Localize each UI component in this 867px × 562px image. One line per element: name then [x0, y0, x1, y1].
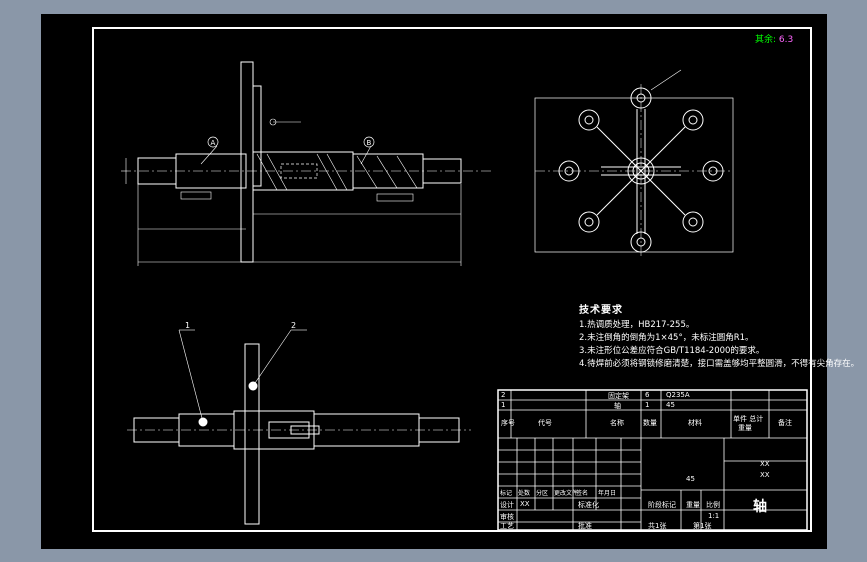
- weight-label: 重量: [686, 501, 700, 509]
- scale-label: 比例: [706, 501, 720, 509]
- section-label-b: B: [367, 139, 372, 147]
- tech-note: 4.待焊前必须将钢锁修磨清楚，接口需盖够均平整圆滑，不得有尖角存在。: [579, 359, 860, 369]
- bom-row-name: 轴: [614, 402, 621, 410]
- section-label-a: A: [211, 139, 216, 147]
- sheet-number: 第1张: [693, 522, 712, 530]
- section-callout-a: A: [207, 136, 219, 148]
- designer-label: 设计: [500, 501, 514, 509]
- title-block-grid: [497, 389, 808, 531]
- scale-value: 1:1: [708, 512, 720, 520]
- review-label: 审核: [500, 513, 514, 521]
- bom-header-remark: 备注: [778, 419, 792, 427]
- technical-requirements: 技术要求 1.热调质处理，HB217-255。 2.未注倒角的倒角为1×45°，…: [579, 304, 860, 371]
- designer-name: XX: [520, 500, 530, 508]
- end-view: [534, 69, 734, 259]
- process-label: 工艺: [500, 522, 514, 530]
- stage-label: 阶段标记: [648, 501, 676, 509]
- company-name-1: XX: [760, 460, 770, 468]
- cad-drawing: A B: [92, 27, 812, 532]
- tech-title: 技术要求: [579, 305, 623, 316]
- bom-row-material: Q235A: [666, 391, 690, 399]
- standardization-label: 标准化: [578, 501, 599, 509]
- bom-row-material: 45: [666, 401, 675, 409]
- bom-row-no: 1: [501, 401, 506, 409]
- tech-note: 3.未注形位公差应符合GB/T1184-2000的要求。: [579, 346, 765, 356]
- bom-header-unit-weight: 单件 总计: [733, 415, 764, 423]
- sheet-count: 共1张: [648, 522, 667, 530]
- drawing-border: [92, 27, 812, 532]
- tech-note: 2.未注倒角的倒角为1×45°，未标注圆角R1。: [579, 333, 754, 343]
- tech-note: 1.热调质处理，HB217-255。: [579, 320, 695, 330]
- bom-row-qty: 1: [645, 401, 650, 409]
- part-callout-1: 1: [185, 321, 190, 330]
- roughness-note: 其余: 6.3: [755, 32, 793, 45]
- bom-row-qty: 6: [645, 391, 650, 399]
- bom-row-no: 2: [501, 391, 506, 399]
- bom-row-name: 固定架: [608, 392, 629, 400]
- rev-label: 签名: [576, 490, 589, 497]
- roughness-label: 其余:: [755, 35, 777, 45]
- part-callout-2: 2: [291, 321, 296, 330]
- drawing-canvas[interactable]: A B: [41, 14, 859, 549]
- shaft-section-view: [121, 61, 491, 266]
- rev-label: 分区: [536, 490, 549, 497]
- bom-header-weight: 重量: [738, 424, 752, 432]
- bom-header-material: 材料: [688, 419, 702, 427]
- roughness-value: 6.3: [778, 35, 794, 45]
- approve-label: 批准: [578, 522, 592, 530]
- rev-label: 标记: [500, 490, 513, 497]
- bom-header-code: 代号: [538, 419, 552, 427]
- rev-label: 年月日: [598, 490, 617, 497]
- part-name: 轴: [753, 499, 767, 515]
- title-block: 2 固定架 6 Q235A 1 轴 1 45 序号 代号 名称 数量 材料 单件…: [498, 390, 807, 530]
- bom-header-name: 名称: [610, 419, 624, 427]
- bom-header-qty: 数量: [643, 419, 657, 427]
- rev-label: 更改文件: [554, 490, 579, 497]
- assembly-view: [127, 329, 471, 525]
- bom-header-no: 序号: [501, 419, 515, 427]
- company-name-2: XX: [760, 471, 770, 479]
- rev-label: 处数: [518, 490, 531, 497]
- material-mark: 45: [686, 475, 695, 483]
- section-callout-b: B: [363, 136, 375, 148]
